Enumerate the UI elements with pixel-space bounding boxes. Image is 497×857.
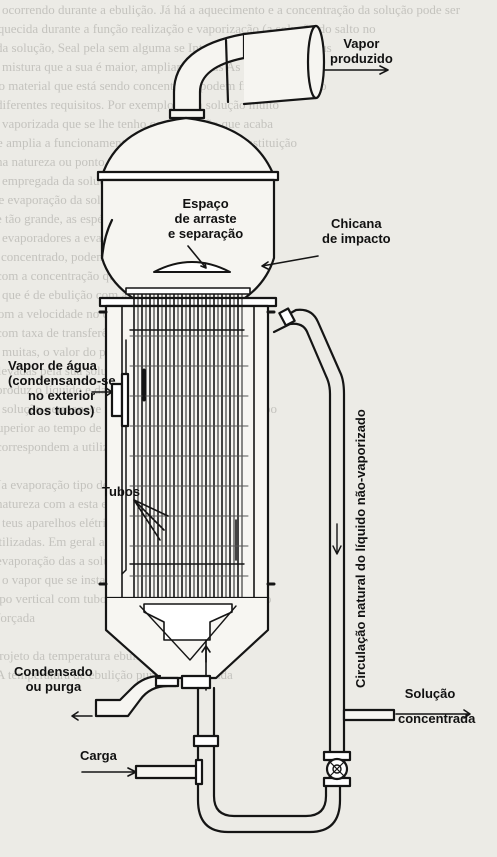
background-text-line: mistura que a sua é maior, ampliando, ma… [2, 59, 311, 74]
label-espaco-line2: de arraste [174, 211, 237, 226]
label-chicana-line1: Chicana [331, 216, 382, 231]
label-circulacao-natural: Circulação natural do líquido não-vapori… [353, 409, 368, 688]
upper-flange [98, 296, 278, 308]
label-carga: Carga [80, 748, 117, 763]
label-vapor-produzido: Vapor produzido [330, 36, 393, 66]
vapor-outlet-pipe [168, 24, 326, 120]
label-vapor-produzido-line2: produzido [330, 51, 393, 66]
circulation-pipe [272, 307, 396, 754]
steam-inlet-nozzle [110, 368, 146, 428]
label-condensado-line1: Condensado [14, 664, 93, 679]
label-vapor-agua-line1: Vapor de água [8, 358, 97, 373]
top-tube-sheet [125, 287, 251, 295]
heater-shell [98, 304, 276, 600]
label-carga-text: Carga [80, 748, 117, 763]
label-condensado-line2: ou purga [25, 679, 82, 694]
feed-and-return-loop [134, 686, 342, 834]
label-vapor-agua-line3: no exterior [28, 388, 96, 403]
label-vapor-agua: Vapor de água (condensando-se no exterio… [8, 358, 116, 418]
label-condensado: Condensado ou purga [14, 664, 93, 694]
separation-space [96, 116, 280, 302]
label-vapor-agua-line4: dos tubos) [28, 403, 95, 418]
circulation-valve [322, 750, 352, 788]
label-solucao-line1: Solução [404, 686, 456, 701]
impact-baffle [153, 261, 231, 273]
background-text-line: forçada [0, 610, 35, 625]
label-chicana-line2: de impacto [322, 231, 391, 246]
label-espaco-line1: Espaço [182, 196, 229, 211]
label-vapor-produzido-line1: Vapor [343, 36, 380, 51]
bottom-cone [104, 596, 270, 691]
label-espaco-line3: e separação [168, 226, 244, 241]
background-text-line: diferentes requisitos. Por exemplo, uma … [0, 97, 280, 112]
label-tubos: Tubos [102, 484, 140, 499]
condensate-drain-pipe [94, 674, 180, 718]
pipe-ends [95, 699, 137, 779]
label-tubos-text: Tubos [102, 484, 141, 499]
label-solucao-concentrada: Solução concentrada [398, 686, 475, 726]
label-espaco-arraste: Espaço de arraste e separação [168, 196, 243, 241]
label-solucao-line2: concentrada [398, 711, 476, 726]
label-vapor-agua-line2: (condensando-se [8, 373, 116, 388]
label-chicana-impacto: Chicana de impacto [322, 216, 391, 246]
background-text-line: ocorrendo durante a ebulição. Já há a aq… [2, 2, 461, 17]
